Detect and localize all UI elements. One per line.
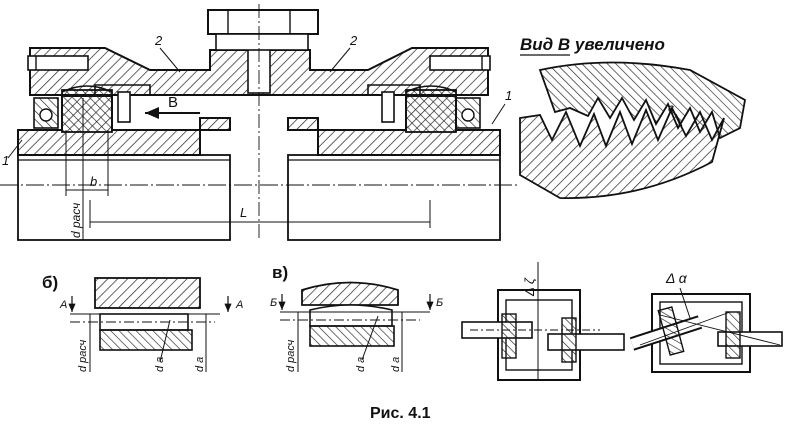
shaft-right [287,154,501,241]
leader-1-left: 1 [2,153,9,168]
figure-caption: Рис. 4.1 [370,405,431,422]
panel-v-section-left: Б [270,297,277,309]
hub-right-teeth [405,89,457,133]
detail-view-b: Вид В увеличено c [519,35,746,199]
view-arrow-label: В [168,94,178,111]
panel-v-tooth [309,304,393,327]
panel-v-da-inner: d а [355,357,367,372]
angular-gear-right [725,311,741,359]
offset-gear-left [501,313,517,359]
panel-b-section-right: А [235,299,243,311]
panel-v-section-right: Б [436,297,443,309]
panel-b-hub [99,329,193,351]
panel-v: в) Б Б d расч d а d а [270,263,443,372]
panel-v-sleeve [301,281,399,306]
panel-b-label: б) [42,273,58,292]
panel-b-sleeve [94,277,201,309]
shaft-left [17,154,231,241]
panel-b: б) А А d расч d а d а [42,273,243,372]
panel-b-da-outer: d а [194,357,206,372]
leader-2-left: 2 [154,33,163,48]
offset-shaft-right [547,333,625,351]
panel-v-label: в) [272,263,288,282]
angular-label: Δ α [665,270,688,286]
dim-dcalc-main: d расч [69,203,83,238]
main-coupling-view: В 2 2 1 1 b d расч L [0,4,520,241]
panel-v-hub [309,325,395,347]
panel-b-da-inner: d а [154,357,166,372]
end-bolt-right [429,55,491,71]
detail-sleeve [538,61,746,140]
offset-label: Δ ζ [522,277,537,297]
leader-2-right: 2 [349,33,358,48]
detail-hub [519,105,725,199]
offset-gear-right [561,317,577,363]
angular-gear-left [657,306,685,356]
dim-b: b [90,174,97,189]
center-nut-top [207,9,319,35]
center-nut-lower [215,33,309,51]
misalign-offset: Δ ζ [461,262,625,381]
panel-v-dcalc: d расч [285,339,297,372]
detail-dim-c: c [668,101,674,115]
leader-1-right: 1 [505,88,512,103]
detail-title: Вид В увеличено [520,35,665,54]
end-bolt-left [27,55,89,71]
hub-left-teeth [61,89,113,133]
panel-b-section-left: А [59,299,67,311]
misalign-angular: Δ α [629,270,783,373]
panel-v-da-outer: d а [390,357,402,372]
dim-L: L [240,205,247,220]
panel-b-dcalc: d расч [77,339,89,372]
